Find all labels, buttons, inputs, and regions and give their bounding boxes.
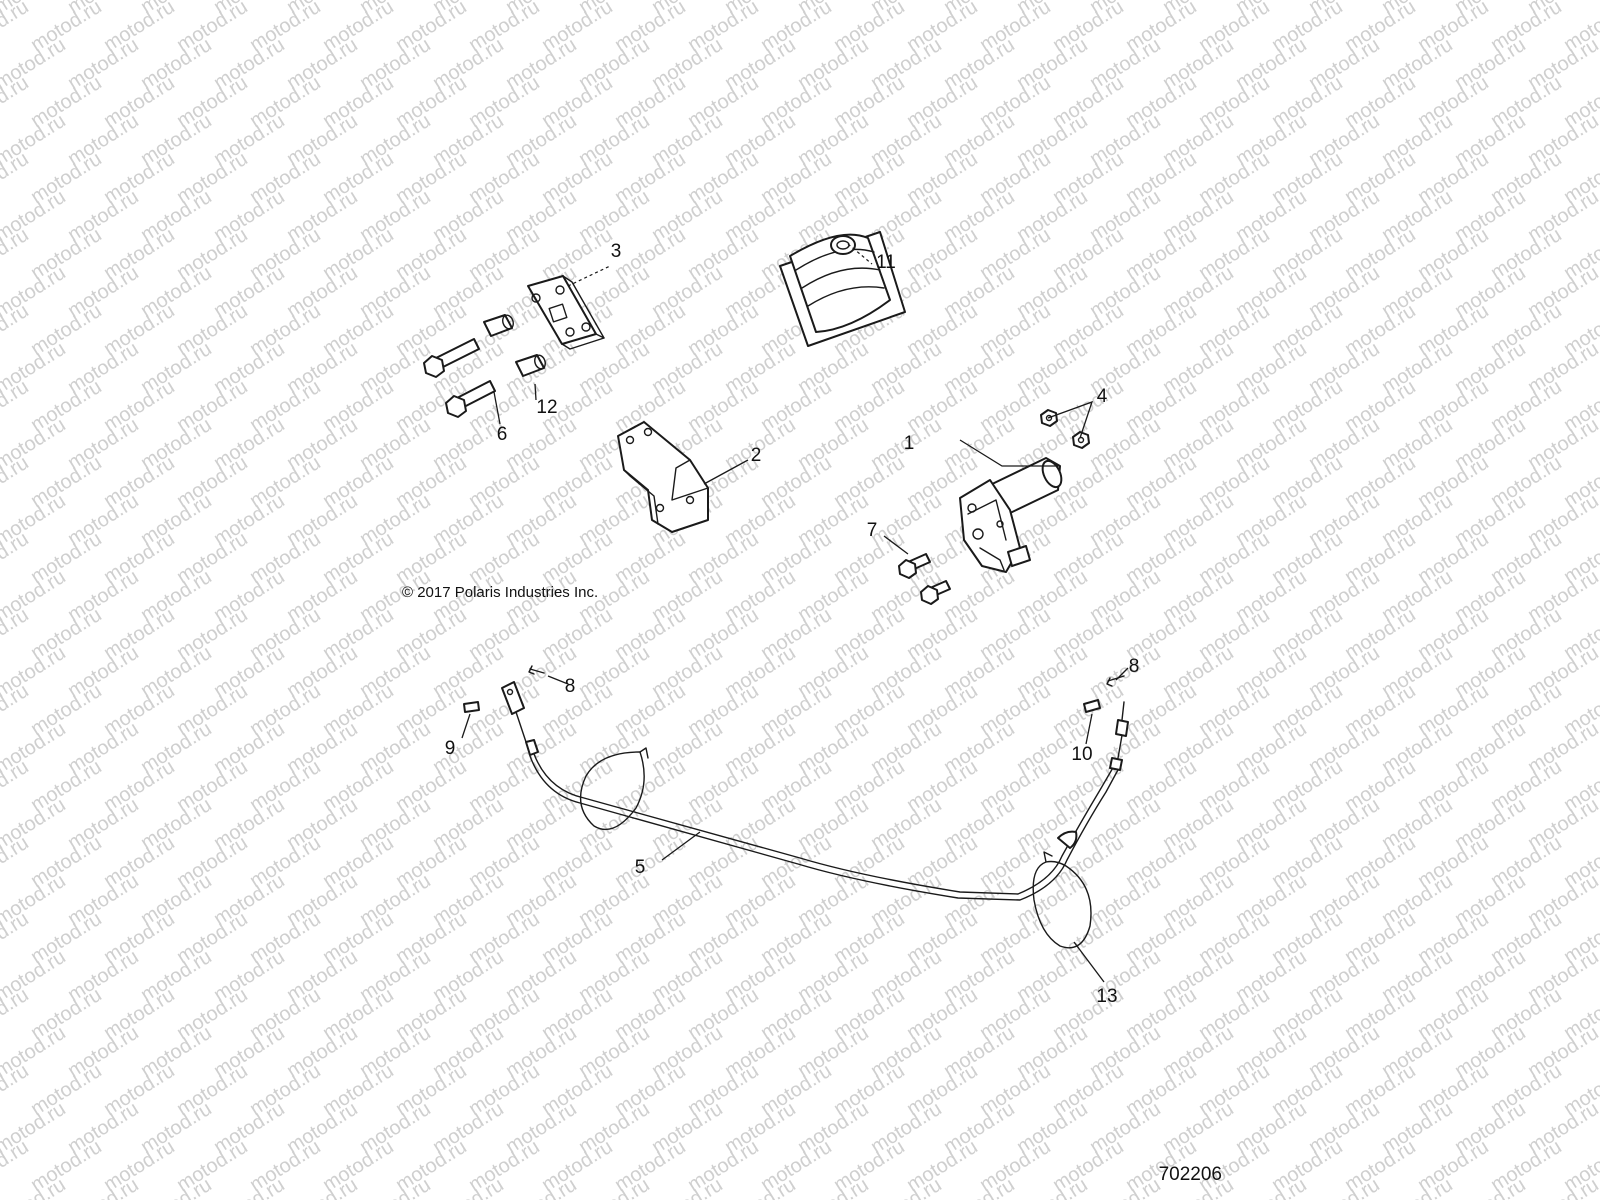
callout-label: 10 (1071, 744, 1092, 765)
callout-label: 12 (536, 397, 557, 418)
bolt-icon (898, 553, 951, 605)
spacer-icon (483, 314, 546, 377)
clip-icon (528, 665, 1125, 687)
watermark-text: motod.ru (0, 756, 33, 816)
callout-label: 1 (904, 433, 915, 454)
callout-label: 8 (565, 676, 576, 697)
watermark-text: motod.ru (0, 224, 33, 284)
callout-labels: 1 2 3 4 5 6 7 8 8 9 10 11 12 13 (445, 241, 1140, 1007)
callout-label: 7 (867, 520, 878, 541)
brake-cable-icon (501, 681, 1129, 901)
callout-label: 5 (635, 857, 646, 878)
watermark-text: motod.ru (0, 984, 33, 1044)
figure-number: 702206 (1159, 1164, 1222, 1185)
cable-tie-icon (579, 747, 1092, 949)
nut-icon (1040, 409, 1090, 449)
bolt-icon (423, 338, 496, 418)
copyright-text: © 2017 Polaris Industries Inc. (402, 584, 598, 601)
watermark-text: motod.ru (0, 1060, 33, 1120)
callout-label: 13 (1096, 986, 1117, 1007)
leader-lines (461, 383, 1129, 983)
callout-label: 9 (445, 738, 456, 759)
watermark-text: motod.ru (0, 452, 33, 512)
watermark-text: motod.ru (0, 680, 33, 740)
callout-label: 3 (611, 241, 622, 262)
boot-icon (779, 231, 906, 347)
watermark-text: motod.ru (0, 604, 33, 664)
callout-label: 8 (1129, 656, 1140, 677)
callout-label: 2 (751, 445, 762, 466)
callout-label: 11 (876, 252, 896, 273)
watermark-text: motod.ru (0, 0, 33, 56)
watermark-text: motod.ru (0, 832, 33, 892)
watermark-text: motod.ru (0, 1136, 33, 1196)
watermark-text: motod.ru (0, 72, 33, 132)
callout-label: 4 (1097, 386, 1108, 407)
watermark-text: motod.ru (0, 376, 33, 436)
watermark-text: motod.ru (0, 908, 33, 968)
pin-icon (463, 699, 1101, 713)
watermark-text: motod.ru (0, 148, 33, 208)
bracket-plate-icon (527, 275, 605, 350)
mounting-bracket-icon (617, 421, 709, 533)
callout-label: 6 (497, 424, 508, 445)
park-brake-lever-icon (959, 457, 1063, 573)
watermark-text: motod.ru (0, 528, 33, 588)
watermark-text: motod.ru (0, 300, 33, 360)
